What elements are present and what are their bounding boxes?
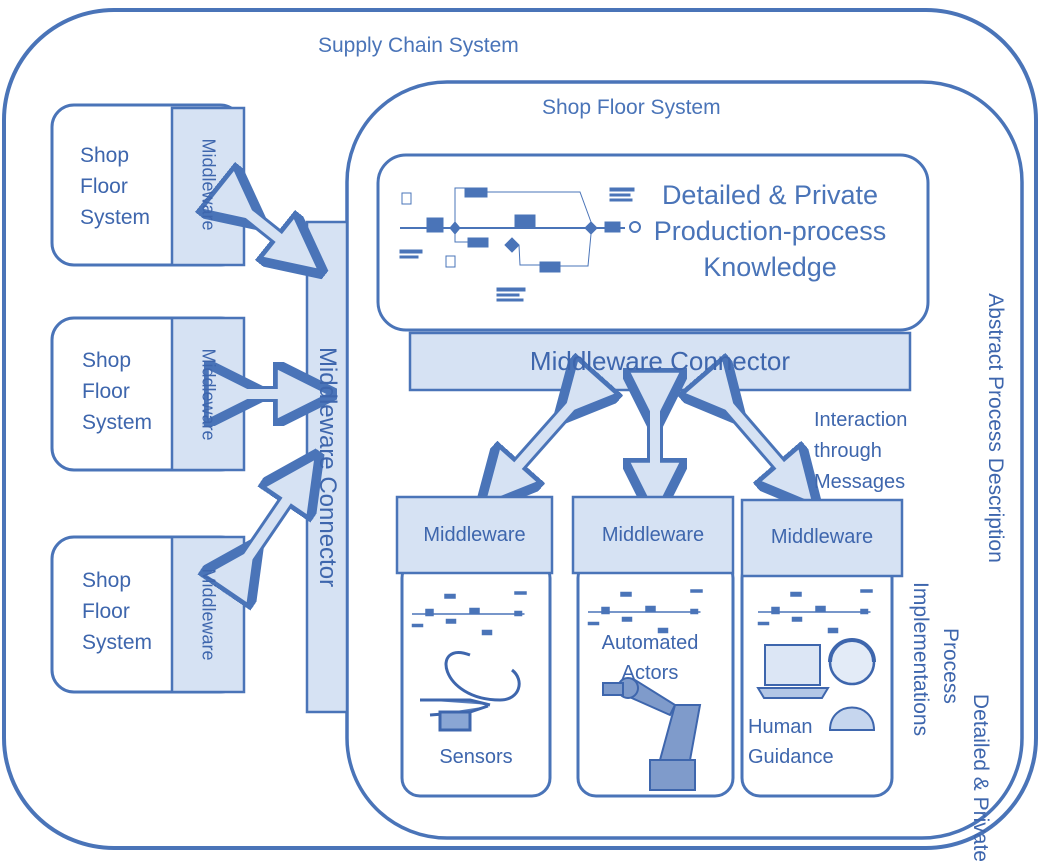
- human-operator-icon: [756, 638, 876, 731]
- device-arrows: [500, 398, 798, 490]
- robot-arm-icon: [602, 677, 702, 791]
- device-middleware-2: Middleware: [601, 524, 705, 546]
- left-arrows: [236, 207, 305, 566]
- device-middleware-3: Middleware: [770, 526, 874, 548]
- vertical-connector-label: Middleware Connector: [314, 346, 341, 588]
- device-middleware-1: Middleware: [423, 524, 526, 546]
- device-box-sensors: [395, 495, 554, 798]
- supply-chain-title: Supply Chain System: [318, 34, 519, 57]
- shop-floor-title: Shop Floor System: [542, 96, 721, 119]
- sensor-icon: [420, 651, 521, 732]
- process-model-icon: [399, 187, 641, 302]
- left-system-2: [50, 316, 246, 472]
- abstract-process-label: Abstract Process Description: [984, 293, 1007, 563]
- detailed-implementations-label: Detailed & Private Process Implementatio…: [909, 582, 992, 862]
- left-middleware-3-label: Middleware: [198, 568, 219, 661]
- left-middleware-1-label: Middleware: [198, 138, 219, 231]
- sensors-label: Sensors: [439, 746, 513, 768]
- horizontal-connector-label: Middleware Connector: [529, 346, 791, 376]
- device-process-icons: [411, 589, 873, 636]
- knowledge-box: [376, 153, 930, 332]
- left-middleware-2-label: Middleware: [198, 348, 219, 441]
- supply-chain-boundary: [2, 8, 1038, 850]
